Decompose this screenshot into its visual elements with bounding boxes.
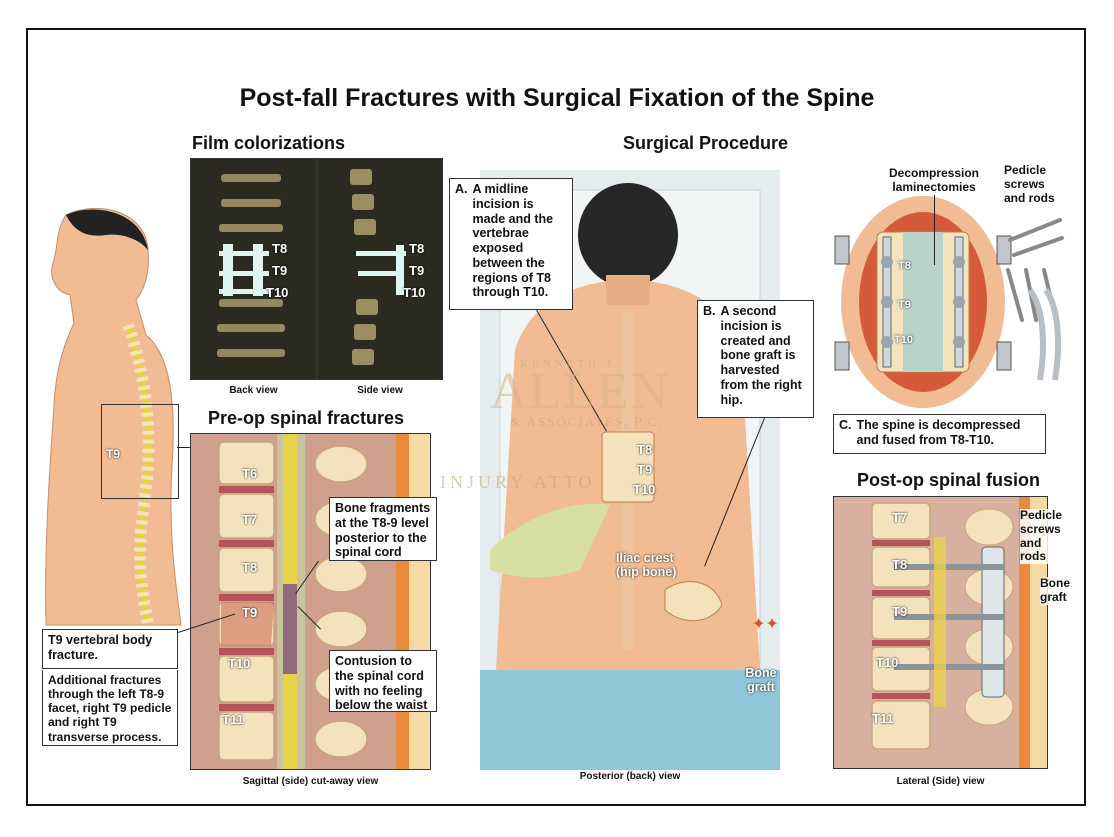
postop-t8: T8 — [892, 557, 908, 572]
film-side-t9: T9 — [409, 263, 425, 278]
step-b-letter: B. — [703, 304, 716, 318]
procedure-panel — [460, 170, 796, 770]
callout-bone-fragments: Bone fragments at the T8-9 level posteri… — [329, 497, 437, 561]
iliac-crest-label: Iliac crest (hip bone) — [616, 551, 677, 580]
preop-caption: Sagittal (side) cut-away view — [242, 776, 379, 787]
postop-t10: T10 — [876, 655, 899, 670]
film-back-t8: T8 — [272, 241, 288, 256]
bone-graft-label: Bone graft — [745, 666, 777, 695]
postop-screws-label: Pedicle screws and rods — [1020, 508, 1070, 565]
back-t9: T9 — [637, 462, 653, 477]
t9-region-box — [101, 404, 179, 499]
decompression-image — [834, 196, 1012, 408]
film-heading: Film colorizations — [192, 133, 346, 153]
patient-t9-label: T9 — [106, 447, 121, 461]
film-back-view — [190, 158, 317, 380]
leader-line — [177, 447, 193, 448]
postop-heading: Post-op spinal fusion — [857, 470, 1040, 490]
film-side-t10: T10 — [403, 285, 426, 300]
film-back-t9: T9 — [272, 263, 288, 278]
postop-panel — [833, 496, 1048, 769]
procedure-heading: Surgical Procedure — [623, 133, 789, 153]
leader-line — [934, 195, 935, 265]
film-back-image — [217, 174, 285, 357]
callout-step-a: A. A midline incision is made and the ve… — [449, 178, 573, 310]
decomp-t9: T9 — [898, 299, 911, 311]
postop-bone-graft-label: Bone graft — [1040, 576, 1074, 605]
preop-sagittal-image — [191, 434, 430, 769]
callout-contusion: Contusion to the spinal cord with no fee… — [329, 650, 437, 712]
decomp-t8: T8 — [898, 260, 911, 272]
preop-t7: T7 — [242, 512, 258, 527]
preop-t8: T8 — [242, 560, 258, 575]
film-back-caption: Back view — [229, 385, 278, 396]
step-a-text: A midline incision is made and the verte… — [472, 182, 554, 300]
preop-t10: T10 — [228, 656, 251, 671]
film-back-t10: T10 — [266, 285, 289, 300]
step-b-text: A second incision is created and bone gr… — [720, 304, 802, 407]
film-side-t8: T8 — [409, 241, 425, 256]
postop-t11: T11 — [872, 711, 894, 726]
callout-step-b: B. A second incision is created and bone… — [697, 300, 814, 418]
page-title: Post-fall Fractures with Surgical Fixati… — [239, 84, 875, 112]
postop-caption: Lateral (Side) view — [896, 776, 985, 787]
decompression-screws-label: Pedicle screws and rods — [1004, 163, 1055, 205]
patient-illustration — [45, 208, 182, 626]
procedure-back-image — [480, 170, 780, 770]
step-c-letter: C. — [839, 418, 852, 432]
figure-frame — [26, 28, 1086, 806]
decomp-t10: T10 — [894, 334, 913, 346]
bone-graft-pieces: ✦✦ — [752, 616, 779, 633]
postop-lateral-image — [834, 497, 1047, 768]
preop-t6: T6 — [242, 466, 258, 481]
postop-t9: T9 — [892, 604, 908, 619]
screws-rods-image — [1006, 218, 1064, 381]
postop-t7: T7 — [892, 510, 908, 525]
callout-step-c: C. The spine is decompressed and fused f… — [833, 414, 1046, 454]
callout-t9-fracture: T9 vertebral body fracture. — [42, 629, 178, 669]
preop-t9: T9 — [242, 605, 258, 620]
step-c-text: The spine is decompressed and fused from… — [856, 418, 1021, 447]
preop-panel — [190, 433, 431, 770]
back-t10: T10 — [633, 482, 656, 497]
film-side-view — [317, 158, 443, 380]
back-t8: T8 — [637, 442, 653, 457]
decompression-label: Decompression laminectomies — [888, 166, 980, 194]
decompression-panel — [833, 192, 1013, 412]
step-a-letter: A. — [455, 182, 468, 196]
preop-heading: Pre-op spinal fractures — [208, 408, 405, 428]
preop-t11: T11 — [222, 712, 244, 727]
callout-additional-fractures: Additional fractures through the left T8… — [42, 670, 178, 746]
film-side-caption: Side view — [357, 385, 403, 396]
procedure-caption: Posterior (back) view — [579, 771, 681, 782]
film-side-image — [350, 169, 406, 365]
